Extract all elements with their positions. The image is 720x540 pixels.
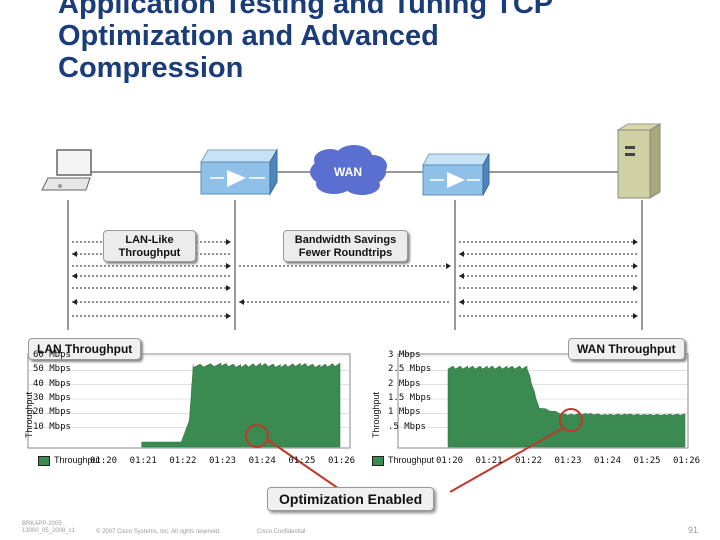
- wan-legend: Throughput: [372, 455, 434, 466]
- wan-x-tick-label: 01:23: [554, 456, 582, 466]
- message-arrow-head: [226, 263, 231, 269]
- wan-throughput-header: WAN Throughput: [568, 338, 685, 360]
- callout-bw-line1: Bandwidth Savings: [294, 234, 397, 246]
- slide-title: Application Testing and Tuning TCP Optim…: [58, 0, 658, 84]
- lan-y-tick-label: 20 Mbps: [33, 407, 71, 418]
- wan-x-tick-label: 01:26: [673, 456, 701, 466]
- wan-y-tick-label: 2.5 Mbps: [388, 364, 432, 375]
- message-arrow-head: [226, 285, 231, 291]
- message-arrow-head: [72, 273, 77, 279]
- laptop-icon: [41, 149, 92, 191]
- callout-bw-line2: Fewer Roundtrips: [298, 247, 393, 259]
- callout-bandwidth: Bandwidth Savings Fewer Roundtrips: [283, 230, 408, 262]
- title-line-2: Optimization and Advanced: [58, 20, 439, 52]
- wan-y-tick-label: 2 Mbps: [388, 378, 421, 389]
- wan-y-tick-label: .5 Mbps: [388, 421, 426, 432]
- server-icon: [616, 123, 662, 199]
- wan-legend-swatch: [372, 455, 384, 466]
- callout-lan-line2: Throughput: [118, 247, 181, 259]
- wan-legend-label: Throughput: [388, 455, 435, 465]
- lan-y-tick-label: 10 Mbps: [33, 421, 71, 432]
- footer-confidential: Cisco Confidential: [257, 529, 306, 535]
- footer-code: BRKAPP-2005 13000_05_2008_c1: [22, 521, 75, 535]
- message-arrow-head: [72, 251, 77, 257]
- message-arrow-head: [459, 299, 464, 305]
- footer-code-line2: 13000_05_2008_c1: [22, 528, 76, 534]
- wan-x-tick-label: 01:25: [633, 456, 661, 466]
- wan-label: WAN: [334, 165, 362, 179]
- lan-x-tick-label: 01:22: [169, 456, 197, 466]
- message-arrow-head: [633, 239, 638, 245]
- lan-highlight-circle: [245, 424, 269, 448]
- lan-x-tick-label: 01:24: [248, 456, 276, 466]
- lan-x-tick-label: 01:25: [288, 456, 316, 466]
- lan-legend-label: Throughput: [54, 455, 101, 465]
- lan-throughput-area: [141, 362, 341, 448]
- title-line-1: Application Testing and Tuning TCP: [58, 0, 554, 20]
- lan-legend-swatch: [38, 455, 50, 466]
- footer-code-line1: BRKAPP-2005: [22, 521, 62, 527]
- message-arrow-head: [239, 299, 244, 305]
- lan-y-tick-label: 30 Mbps: [33, 393, 71, 403]
- lan-y-tick-label: 60 Mbps: [33, 350, 71, 360]
- wan-y-tick-label: 1 Mbps: [388, 407, 421, 418]
- wan-pointer-line: [449, 427, 564, 493]
- wan-x-tick-label: 01:24: [594, 456, 622, 466]
- wan-highlight-circle: [559, 408, 583, 432]
- wan-x-tick-label: 01:22: [515, 456, 543, 466]
- lan-x-tick-label: 01:23: [209, 456, 237, 466]
- callout-lan-line1: LAN-Like: [125, 234, 174, 246]
- footer-page-number: 91: [688, 525, 699, 535]
- wan-x-tick-label: 01:21: [475, 456, 503, 466]
- optimization-enabled-label: Optimization Enabled: [267, 487, 435, 511]
- message-arrow-head: [633, 313, 638, 319]
- message-arrow-head: [459, 251, 464, 257]
- wan-cloud-icon: [310, 145, 387, 195]
- footer-copyright: © 2007 Cisco Systems, Inc. All rights re…: [96, 529, 221, 535]
- callout-lan-like: LAN-Like Throughput: [103, 230, 196, 262]
- message-arrows: [72, 239, 638, 319]
- lan-pointer-line: [267, 439, 346, 494]
- wan-y-tick-label: 1.5 Mbps: [388, 393, 432, 403]
- wan-accelerator-right-icon: [422, 153, 490, 196]
- message-arrow-head: [633, 263, 638, 269]
- wan-y-axis-label: Throughput: [371, 391, 381, 438]
- lan-throughput-header: LAN Throughput: [28, 338, 142, 360]
- lan-legend: Throughput: [38, 455, 100, 466]
- message-arrow-head: [446, 263, 451, 269]
- wan-throughput-area: [447, 365, 686, 448]
- lan-y-tick-label: 50 Mbps: [33, 364, 71, 375]
- wan-accelerator-left-icon: [200, 148, 278, 196]
- wan-x-tick-label: 01:20: [436, 456, 464, 466]
- message-arrow-head: [72, 299, 77, 305]
- message-arrow-head: [633, 285, 638, 291]
- message-arrow-head: [459, 273, 464, 279]
- title-line-3: Compression: [58, 52, 244, 84]
- lan-x-tick-label: 01:20: [90, 456, 118, 466]
- wan-y-tick-label: 3 Mbps: [388, 350, 421, 360]
- message-arrow-head: [226, 313, 231, 319]
- lan-y-tick-label: 40 Mbps: [33, 378, 71, 389]
- lan-x-tick-label: 01:21: [129, 456, 157, 466]
- lan-x-tick-label: 01:26: [328, 456, 356, 466]
- message-arrow-head: [226, 239, 231, 245]
